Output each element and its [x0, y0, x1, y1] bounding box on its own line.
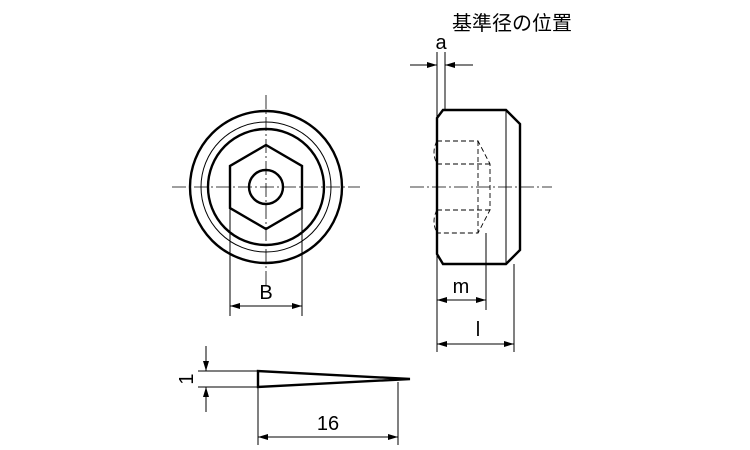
front-view: B: [172, 95, 360, 316]
dim-a-label: a: [435, 32, 447, 54]
front-chamfer-circle: [200, 121, 332, 253]
dim-l-label: l: [476, 319, 480, 341]
side-view: a 基準径の位置 m l: [410, 11, 572, 352]
reference-diameter-position-label: 基準径の位置: [452, 11, 572, 35]
taper-wedge: [256, 369, 411, 389]
dim-b-label: B: [259, 282, 272, 304]
hex-socket-outline: [228, 143, 304, 231]
dim-m-label: m: [453, 276, 470, 298]
chamfer-top-left: [436, 109, 444, 119]
hidden-socket-outline: [437, 140, 491, 234]
front-outer-circle: [188, 109, 344, 265]
taper-length-label: 16: [317, 413, 339, 435]
taper-ratio-label: 1: [176, 373, 198, 384]
front-inner-circle: [206, 127, 326, 247]
taper-detail: 1 16: [176, 346, 411, 445]
socket-bottom-circle: [247, 168, 285, 206]
hidden-socket-arcs: [433, 140, 438, 234]
plug-body-outline: [435, 108, 522, 266]
